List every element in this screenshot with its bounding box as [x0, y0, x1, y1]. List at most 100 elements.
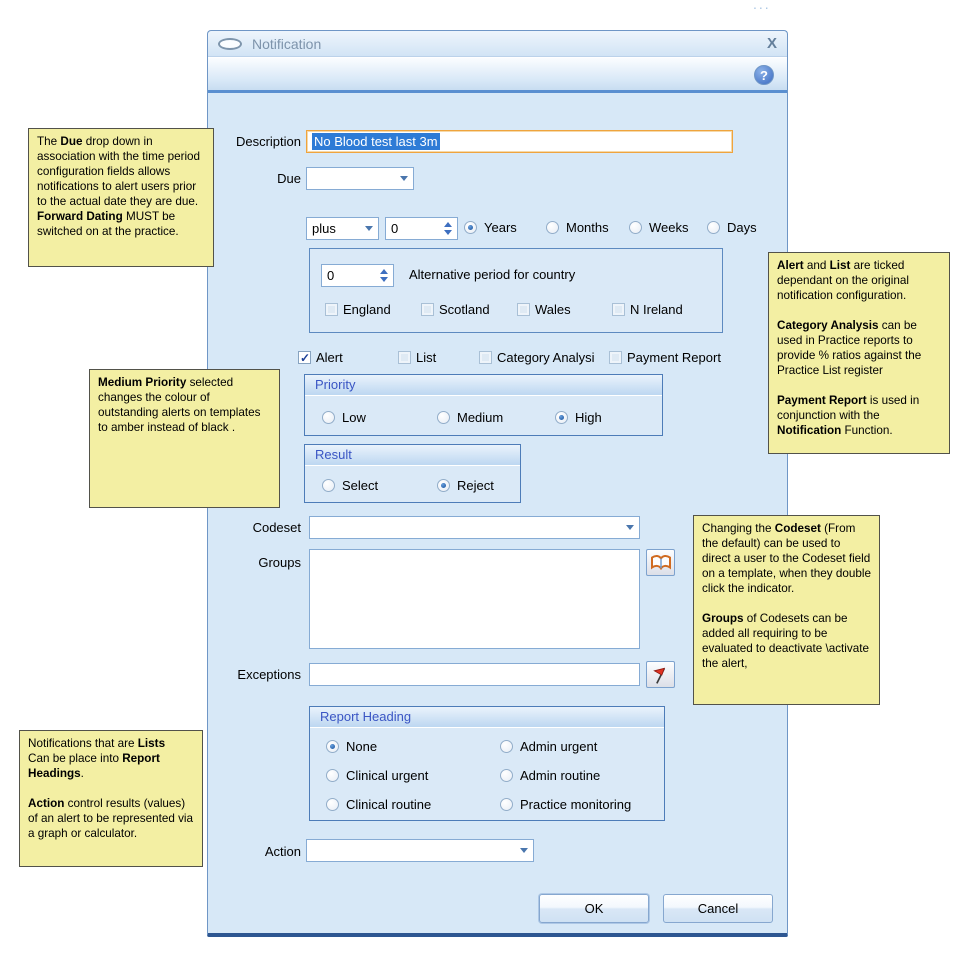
priority-low-radio[interactable] [322, 411, 335, 424]
exceptions-label: Exceptions [237, 667, 301, 682]
priority-medium-radio[interactable] [437, 411, 450, 424]
priority-group: Priority Low Medium High [304, 374, 663, 436]
codeset-label: Codeset [252, 520, 301, 535]
notification-dialog: Notification X ? Description No Blood te… [207, 30, 788, 937]
alert-checkbox-label: Alert [316, 350, 343, 365]
n-ireland-checkbox-label: N Ireland [630, 302, 683, 317]
result-group-title: Result [305, 445, 520, 466]
period-amount-value: 0 [391, 221, 399, 236]
ok-button[interactable]: OK [539, 894, 649, 923]
result-reject-label: Reject [457, 478, 494, 493]
wales-checkbox[interactable] [517, 303, 530, 316]
priority-high-label: High [575, 410, 602, 425]
scotland-checkbox[interactable] [421, 303, 434, 316]
toolbar: ? [208, 57, 787, 93]
description-selected-text: No Blood test last 3m [312, 133, 440, 150]
oval-app-icon [218, 37, 242, 50]
titlebar: Notification X [208, 31, 787, 57]
priority-medium-label: Medium [457, 410, 504, 425]
window-title: Notification [252, 35, 322, 52]
days-radio[interactable] [707, 221, 720, 234]
chevron-down-icon [400, 176, 408, 181]
report-admin-routine-label: Admin routine [520, 768, 601, 783]
priority-low-label: Low [342, 410, 366, 425]
chevron-down-icon [626, 525, 634, 530]
category-analysis-checkbox-label: Category Analysi [497, 350, 595, 365]
help-icon[interactable]: ? [754, 65, 774, 85]
list-checkbox-label: List [416, 350, 437, 365]
weeks-radio-label: Weeks [649, 220, 689, 235]
england-checkbox[interactable] [325, 303, 338, 316]
report-none-label: None [346, 739, 378, 754]
report-clinical-urgent-label: Clinical urgent [346, 768, 429, 783]
note-lists-action: Notifications that are Lists Can be plac… [19, 730, 203, 867]
weeks-radio[interactable] [629, 221, 642, 234]
years-radio[interactable] [464, 221, 477, 234]
alt-period-label: Alternative period for country [409, 267, 576, 282]
action-label: Action [264, 844, 301, 859]
due-label: Due [277, 171, 301, 186]
description-input[interactable]: No Blood test last 3m [306, 130, 733, 153]
payment-report-checkbox[interactable] [609, 351, 622, 364]
alert-checkbox[interactable] [298, 351, 311, 365]
period-amount-stepper[interactable]: 0 [385, 217, 458, 240]
note-codeset-groups: Changing the Codeset (From the default) … [693, 515, 880, 705]
groups-textarea[interactable] [309, 549, 640, 649]
result-group: Result Select Reject [304, 444, 521, 503]
wales-checkbox-label: Wales [535, 302, 571, 317]
codeset-dropdown[interactable] [309, 516, 640, 539]
report-admin-urgent-label: Admin urgent [520, 739, 598, 754]
report-heading-group: Report Heading None Clinical urgent Clin… [309, 706, 665, 821]
payment-report-checkbox-label: Payment Report [627, 350, 721, 365]
cancel-button[interactable]: Cancel [663, 894, 773, 923]
alternative-period-box: 0 Alternative period for country England… [309, 248, 723, 333]
chevron-down-icon [520, 848, 528, 853]
result-select-label: Select [342, 478, 379, 493]
description-label: Description [235, 134, 301, 149]
list-checkbox[interactable] [398, 351, 411, 364]
report-clinical-urgent-radio[interactable] [326, 769, 339, 782]
due-dropdown[interactable] [306, 167, 414, 190]
report-admin-urgent-radio[interactable] [500, 740, 513, 753]
priority-high-radio[interactable] [555, 411, 568, 424]
category-analysis-checkbox[interactable] [479, 351, 492, 364]
plus-minus-value: plus [312, 221, 336, 236]
report-clinical-routine-label: Clinical routine [346, 797, 432, 812]
chevron-down-icon [365, 226, 373, 231]
years-radio-label: Years [484, 220, 517, 235]
report-practice-monitoring-radio[interactable] [500, 798, 513, 811]
note-tick-flags: Alert and List are ticked dependant on t… [768, 252, 950, 454]
groups-label: Groups [258, 555, 301, 570]
priority-group-title: Priority [305, 375, 662, 396]
spinner-up-icon[interactable] [444, 222, 452, 227]
open-book-icon [650, 554, 671, 570]
close-icon[interactable]: X [766, 35, 777, 52]
result-reject-radio[interactable] [437, 479, 450, 492]
report-none-radio[interactable] [326, 740, 339, 753]
alt-period-value: 0 [327, 268, 335, 283]
scotland-checkbox-label: Scotland [439, 302, 490, 317]
action-dropdown[interactable] [306, 839, 534, 862]
result-select-radio[interactable] [322, 479, 335, 492]
plus-minus-dropdown[interactable]: plus [306, 217, 379, 240]
report-heading-group-title: Report Heading [310, 707, 664, 728]
exceptions-flag-button[interactable] [646, 661, 675, 688]
red-flag-icon [652, 667, 665, 684]
note-due-dropdown: The Due drop down in association with th… [28, 128, 214, 267]
spinner-down-icon[interactable] [444, 230, 452, 235]
months-radio-label: Months [566, 220, 609, 235]
n-ireland-checkbox[interactable] [612, 303, 625, 316]
report-admin-routine-radio[interactable] [500, 769, 513, 782]
note-medium-priority: Medium Priority selected changes the col… [89, 369, 280, 508]
cropped-ui-dots: ... [753, 0, 771, 12]
report-clinical-routine-radio[interactable] [326, 798, 339, 811]
days-radio-label: Days [727, 220, 757, 235]
months-radio[interactable] [546, 221, 559, 234]
exceptions-input[interactable] [309, 663, 640, 686]
report-practice-monitoring-label: Practice monitoring [520, 797, 632, 812]
alt-period-stepper[interactable]: 0 [321, 264, 394, 287]
spinner-down-icon[interactable] [380, 277, 388, 282]
groups-lookup-button[interactable] [646, 549, 675, 576]
spinner-up-icon[interactable] [380, 269, 388, 274]
